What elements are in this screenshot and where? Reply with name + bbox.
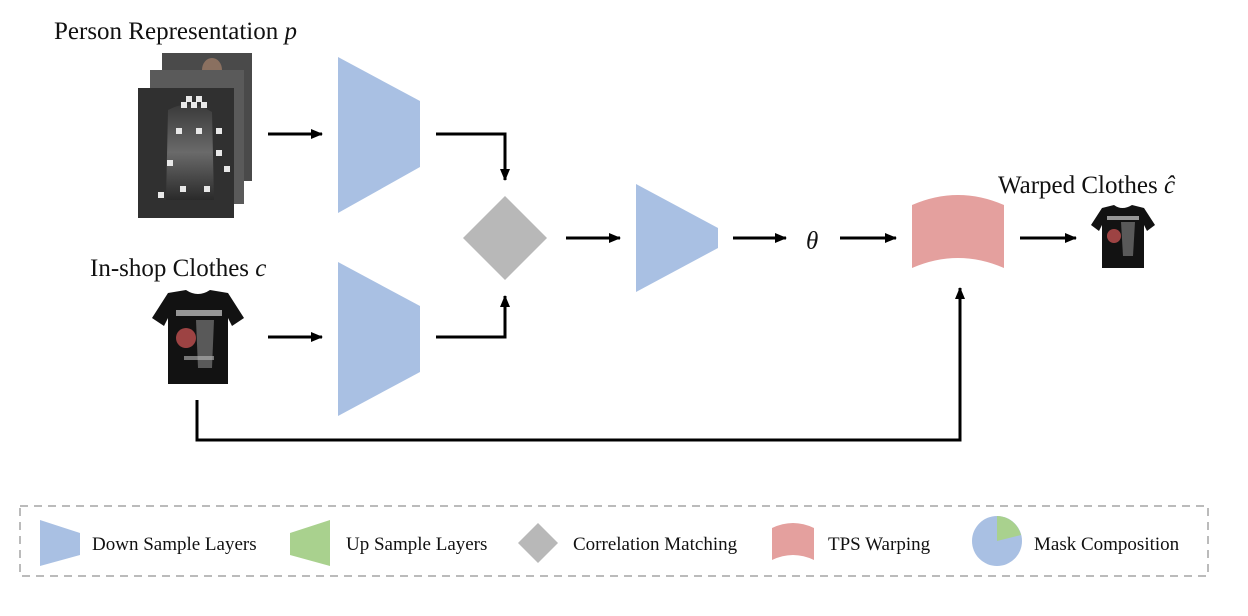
arrow-person-encoder-to-correlation (436, 132, 510, 181)
legend-up-sample-label: Up Sample Layers (346, 534, 487, 555)
legend-down-sample-label: Down Sample Layers (92, 534, 257, 555)
legend-border (19, 505, 1209, 577)
legend-down-sample-icon (40, 520, 80, 566)
person-representation-label: Person Representation p (54, 18, 297, 45)
warped-clothes-image (1091, 205, 1155, 268)
person-encoder-trapezoid (338, 57, 420, 213)
legend-tps-icon (772, 523, 814, 560)
legend: Down Sample Layers Up Sample Layers Corr… (19, 505, 1209, 577)
correlation-matching-diamond (463, 196, 547, 280)
clothes-encoder-trapezoid (338, 262, 420, 416)
pose-keypoints (158, 96, 230, 198)
body-shape (166, 104, 214, 200)
legend-correlation-label: Correlation Matching (573, 534, 738, 555)
legend-up-sample-icon (290, 520, 330, 566)
person-representation-stack (138, 53, 252, 218)
in-shop-clothes-image (152, 290, 244, 384)
arrow-clothes-encoder-to-correlation (436, 295, 510, 339)
legend-mask-composition-label: Mask Composition (1034, 534, 1180, 555)
tps-warping-shape (912, 195, 1004, 268)
regression-network-trapezoid (636, 184, 718, 292)
warped-clothes-label: Warped Clothes ĉ (998, 172, 1176, 199)
legend-tps-label: TPS Warping (828, 534, 931, 555)
legend-correlation-icon (518, 523, 558, 563)
in-shop-clothes-label: In-shop Clothes c (90, 255, 266, 282)
legend-mask-composition-slice (997, 516, 1021, 541)
theta-label: θ (806, 228, 818, 255)
arrow-clothes-skip-to-tps (195, 287, 965, 442)
